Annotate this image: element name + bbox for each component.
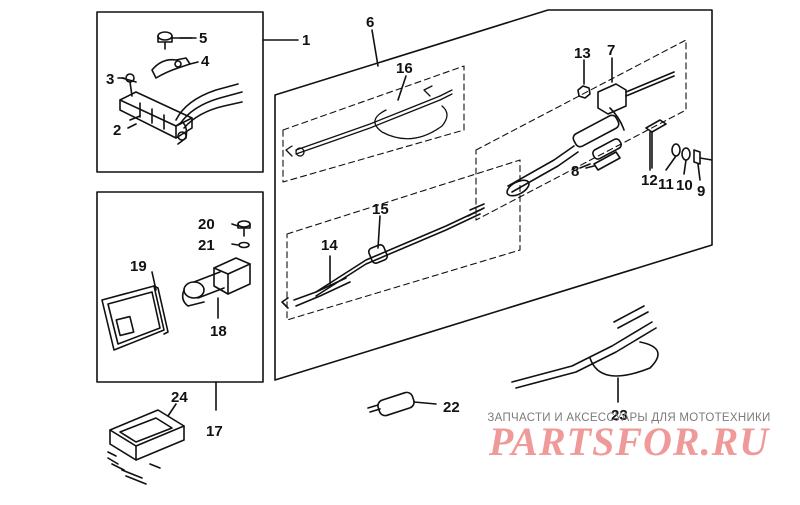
part-label-17: 17	[206, 423, 223, 440]
fuse-8-shape	[585, 151, 621, 171]
bolt-9-shape	[693, 149, 713, 165]
part-label-21: 21	[198, 237, 215, 254]
part-label-12: 12	[641, 172, 658, 189]
cable-15-shape	[315, 203, 485, 297]
bracket-18-shape	[181, 257, 251, 319]
clamp-12-shape	[645, 119, 667, 169]
part-label-3: 3	[106, 71, 114, 88]
dashed-group-14	[286, 159, 521, 321]
part-label-5: 5	[199, 30, 207, 47]
part-label-16: 16	[396, 60, 413, 77]
group-box-17	[96, 191, 264, 383]
harness-16-shape	[285, 85, 453, 157]
screw-20-shape	[237, 220, 251, 237]
part-label-20: 20	[198, 216, 215, 233]
watermark-tagline: ЗАПЧАСТИ И АКСЕССУАРЫ ДЛЯ МОТОТЕХНИКИ	[487, 412, 771, 424]
relay-24-shape	[107, 403, 185, 485]
cable-14-shape	[281, 255, 351, 309]
washer-10-shape	[681, 147, 691, 161]
part-label-8: 8	[571, 163, 579, 180]
part-label-15: 15	[372, 201, 389, 218]
part-label-13: 13	[574, 45, 591, 62]
nut-13-shape	[577, 85, 591, 99]
switch-2-shape	[119, 83, 243, 145]
screw-5-shape	[157, 31, 193, 50]
part-label-1: 1	[302, 32, 310, 49]
part-label-11: 11	[658, 176, 674, 193]
sensor-22-shape	[367, 391, 437, 417]
dashed-group-16	[282, 65, 465, 183]
part-label-4: 4	[201, 53, 210, 70]
part-label-22: 22	[443, 399, 460, 416]
washer-21-shape	[238, 241, 250, 249]
screw-3-shape	[117, 73, 135, 97]
harness-7-shape	[506, 71, 675, 197]
part-label-2: 2	[113, 122, 121, 139]
part-label-18: 18	[210, 323, 227, 340]
watermark-logo: PARTSFOR.RU	[488, 419, 770, 464]
clamp-4-shape	[151, 57, 199, 79]
part-label-24: 24	[171, 389, 188, 406]
group-box-1	[96, 11, 264, 173]
part-label-23: 23	[611, 407, 628, 424]
part-label-6: 6	[366, 14, 374, 31]
part-label-10: 10	[676, 177, 693, 194]
washer-11-shape	[671, 143, 681, 157]
panel-19-shape	[101, 285, 169, 351]
part-label-7: 7	[607, 42, 615, 59]
cable-23-shape	[511, 305, 659, 403]
group-box-6	[274, 9, 713, 381]
part-label-14: 14	[321, 237, 338, 254]
part-label-9: 9	[697, 183, 705, 200]
part-label-19: 19	[130, 258, 147, 275]
